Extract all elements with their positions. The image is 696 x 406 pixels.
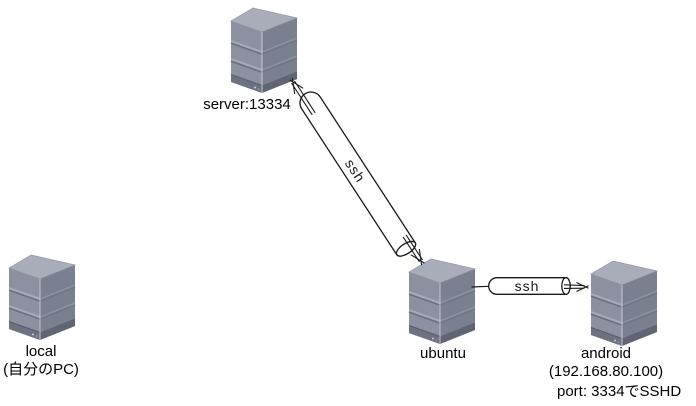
ssh-tunnel-ubuntu-android: ssh	[471, 277, 589, 295]
tunnel-label: ssh	[515, 278, 540, 294]
node-server-icon	[230, 7, 298, 94]
node-android-note: port: 3334でSSHD	[557, 383, 682, 400]
node-local-sublabel: (自分のPC)	[3, 361, 79, 378]
node-local-icon	[8, 254, 76, 341]
node-local-name: local	[25, 343, 57, 360]
arrow-down-to-ubuntu	[402, 234, 425, 266]
arrow-up-to-server	[289, 77, 316, 116]
tunnel-pipe-opening	[561, 277, 571, 295]
tunnel-pipe-opening	[395, 240, 417, 257]
node-local-label: local (自分のPC)	[0, 343, 141, 379]
node-android-name: android	[580, 345, 632, 362]
node-android-label: android (192.168.80.100)	[506, 345, 696, 381]
tunnel-connector-line	[471, 285, 489, 288]
arrow-right-to-android	[563, 282, 589, 292]
node-server-label: server:13334	[203, 96, 291, 113]
node-ubuntu-icon	[408, 258, 476, 345]
node-android-icon	[590, 260, 658, 347]
node-ubuntu-label: ubuntu	[420, 345, 466, 362]
node-android-sublabel: (192.168.80.100)	[548, 363, 664, 380]
